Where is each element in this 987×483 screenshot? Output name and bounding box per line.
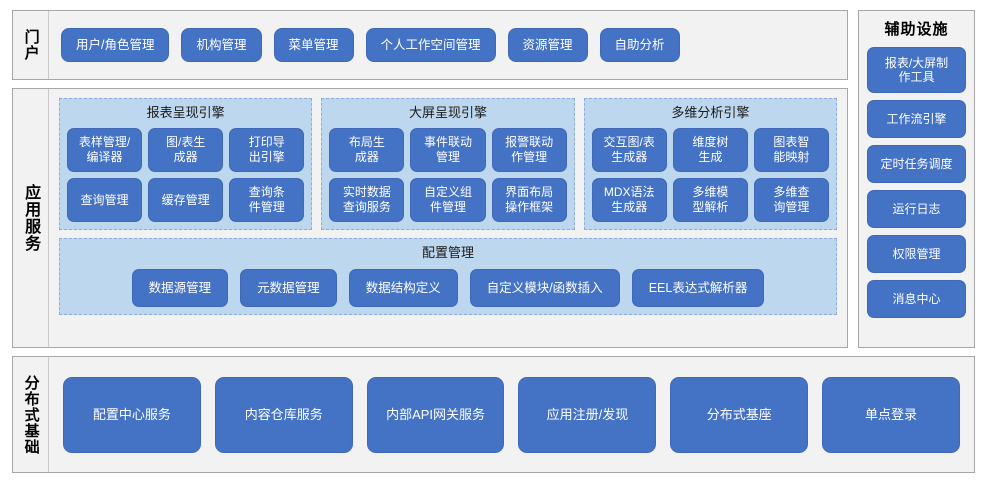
auxiliary-item-message-center[interactable]: 消息中心 bbox=[867, 280, 966, 318]
application-services-band-label-text: 应用服务 bbox=[22, 184, 40, 252]
multidim-engine-item-dimension-tree-generation[interactable]: 维度树 生成 bbox=[672, 127, 748, 172]
bigscreen-engine-item-event-linkage-management[interactable]: 事件联动 管理 bbox=[410, 127, 486, 172]
distributed-base-band-label: 分布式基础 bbox=[13, 357, 49, 472]
config-item-datasource-management[interactable]: 数据源管理 bbox=[131, 269, 229, 308]
bigscreen-engine-item-alarm-linkage-action-management[interactable]: 报警联动 作管理 bbox=[491, 127, 567, 172]
subpanel-bigscreen-engine-title: 大屏呈现引擎 bbox=[408, 105, 487, 120]
config-item-data-structure-definition[interactable]: 数据结构定义 bbox=[348, 269, 458, 308]
distributed-item-config-center-service[interactable]: 配置中心服务 bbox=[63, 376, 201, 453]
portal-band-label-text: 门户 bbox=[22, 29, 40, 61]
report-engine-item-print-export-engine[interactable]: 打印导 出引擎 bbox=[229, 127, 305, 172]
engines-row: 报表呈现引擎 表样管理/ 编译器 图/表生 成器 打印导 出引擎 查询管理 缓存… bbox=[59, 98, 837, 230]
report-engine-item-query-condition-management[interactable]: 查询条 件管理 bbox=[229, 177, 305, 222]
report-engine-item-query-management[interactable]: 查询管理 bbox=[67, 177, 143, 222]
distributed-base-button-row: 配置中心服务 内容仓库服务 内部API网关服务 应用注册/发现 分布式基座 单点… bbox=[49, 357, 974, 472]
application-services-band: 应用服务 报表呈现引擎 表样管理/ 编译器 图/表生 成器 打印导 出引擎 查询… bbox=[12, 88, 848, 348]
portal-item-personal-workspace-management[interactable]: 个人工作空间管理 bbox=[365, 28, 496, 62]
subpanel-configuration-management-title: 配置管理 bbox=[421, 244, 474, 260]
config-item-eel-expression-parser[interactable]: EEL表达式解析器 bbox=[631, 269, 765, 308]
multidim-engine-item-multidim-query-management[interactable]: 多维查 询管理 bbox=[753, 177, 829, 222]
distributed-item-internal-api-gateway-service[interactable]: 内部API网关服务 bbox=[366, 376, 505, 453]
config-item-metadata-management[interactable]: 元数据管理 bbox=[240, 269, 337, 308]
portal-band-label: 门户 bbox=[13, 11, 49, 79]
bigscreen-engine-item-ui-layout-operation-framework[interactable]: 界面布局 操作框架 bbox=[491, 177, 567, 222]
multidim-engine-item-mdx-syntax-generator[interactable]: MDX语法 生成器 bbox=[591, 177, 667, 222]
subpanel-report-engine-grid: 表样管理/ 编译器 图/表生 成器 打印导 出引擎 查询管理 缓存管理 查询条 … bbox=[67, 127, 305, 222]
distributed-item-app-registration-discovery[interactable]: 应用注册/发现 bbox=[518, 376, 657, 453]
report-engine-item-template-management-compiler[interactable]: 表样管理/ 编译器 bbox=[67, 127, 143, 172]
distributed-item-distributed-foundation[interactable]: 分布式基座 bbox=[670, 376, 809, 453]
subpanel-bigscreen-engine: 大屏呈现引擎 布局生 成器 事件联动 管理 报警联动 作管理 实时数据 查询服务… bbox=[321, 98, 575, 230]
portal-item-organization-management[interactable]: 机构管理 bbox=[181, 28, 262, 62]
multidim-engine-item-multidim-model-parsing[interactable]: 多维模 型解析 bbox=[672, 177, 748, 222]
portal-item-resource-management[interactable]: 资源管理 bbox=[507, 28, 588, 62]
config-item-custom-module-function-insertion[interactable]: 自定义模块/函数插入 bbox=[469, 269, 620, 308]
bigscreen-engine-item-layout-generator[interactable]: 布局生 成器 bbox=[329, 127, 405, 172]
application-services-band-label: 应用服务 bbox=[13, 89, 49, 347]
portal-item-user-role-management[interactable]: 用户/角色管理 bbox=[61, 28, 170, 62]
subpanel-report-engine: 报表呈现引擎 表样管理/ 编译器 图/表生 成器 打印导 出引擎 查询管理 缓存… bbox=[59, 98, 313, 230]
application-services-body: 报表呈现引擎 表样管理/ 编译器 图/表生 成器 打印导 出引擎 查询管理 缓存… bbox=[49, 89, 847, 347]
upper-section: 门户 用户/角色管理 机构管理 菜单管理 个人工作空间管理 资源管理 自助分析 … bbox=[12, 10, 975, 348]
bigscreen-engine-item-realtime-data-query-service[interactable]: 实时数据 查询服务 bbox=[329, 177, 405, 222]
subpanel-multidim-engine-title: 多维分析引擎 bbox=[671, 105, 750, 120]
auxiliary-item-workflow-engine[interactable]: 工作流引擎 bbox=[867, 100, 966, 138]
distributed-base-band: 分布式基础 配置中心服务 内容仓库服务 内部API网关服务 应用注册/发现 分布… bbox=[12, 356, 975, 473]
auxiliary-item-runtime-log[interactable]: 运行日志 bbox=[867, 190, 966, 228]
subpanel-multidim-engine: 多维分析引擎 交互图/表 生成器 维度树 生成 图表智 能映射 MDX语法 生成… bbox=[583, 98, 837, 230]
auxiliary-item-scheduled-task-scheduling[interactable]: 定时任务调度 bbox=[867, 145, 966, 183]
auxiliary-facilities-title: 辅助设施 bbox=[884, 21, 949, 38]
bigscreen-engine-item-custom-component-management[interactable]: 自定义组 件管理 bbox=[410, 177, 486, 222]
subpanel-multidim-engine-grid: 交互图/表 生成器 维度树 生成 图表智 能映射 MDX语法 生成器 多维模 型… bbox=[591, 127, 829, 222]
portal-button-row: 用户/角色管理 机构管理 菜单管理 个人工作空间管理 资源管理 自助分析 bbox=[49, 11, 847, 79]
multidim-engine-item-interactive-chart-table-generator[interactable]: 交互图/表 生成器 bbox=[591, 127, 667, 172]
distributed-item-content-repository-service[interactable]: 内容仓库服务 bbox=[214, 376, 353, 453]
distributed-base-band-label-text: 分布式基础 bbox=[22, 374, 40, 455]
portal-band: 门户 用户/角色管理 机构管理 菜单管理 个人工作空间管理 资源管理 自助分析 bbox=[12, 10, 848, 80]
subpanel-bigscreen-engine-grid: 布局生 成器 事件联动 管理 报警联动 作管理 实时数据 查询服务 自定义组 件… bbox=[329, 127, 567, 222]
left-column: 门户 用户/角色管理 机构管理 菜单管理 个人工作空间管理 资源管理 自助分析 … bbox=[12, 10, 848, 348]
portal-item-menu-management[interactable]: 菜单管理 bbox=[273, 28, 354, 62]
multidim-engine-item-chart-smart-mapping[interactable]: 图表智 能映射 bbox=[753, 127, 829, 172]
report-engine-item-chart-table-generator[interactable]: 图/表生 成器 bbox=[148, 127, 224, 172]
auxiliary-facilities-panel: 辅助设施 报表/大屏制 作工具 工作流引擎 定时任务调度 运行日志 权限管理 消… bbox=[858, 10, 975, 348]
subpanel-report-engine-title: 报表呈现引擎 bbox=[146, 105, 225, 120]
auxiliary-item-permission-management[interactable]: 权限管理 bbox=[867, 235, 966, 273]
configuration-management-row: 数据源管理 元数据管理 数据结构定义 自定义模块/函数插入 EEL表达式解析器 bbox=[67, 267, 829, 308]
auxiliary-item-report-bigscreen-authoring-tool[interactable]: 报表/大屏制 作工具 bbox=[867, 47, 966, 93]
subpanel-configuration-management: 配置管理 数据源管理 元数据管理 数据结构定义 自定义模块/函数插入 EEL表达… bbox=[59, 237, 837, 316]
report-engine-item-cache-management[interactable]: 缓存管理 bbox=[148, 177, 224, 222]
portal-item-self-service-analysis[interactable]: 自助分析 bbox=[599, 28, 680, 62]
distributed-item-single-sign-on[interactable]: 单点登录 bbox=[822, 376, 960, 453]
